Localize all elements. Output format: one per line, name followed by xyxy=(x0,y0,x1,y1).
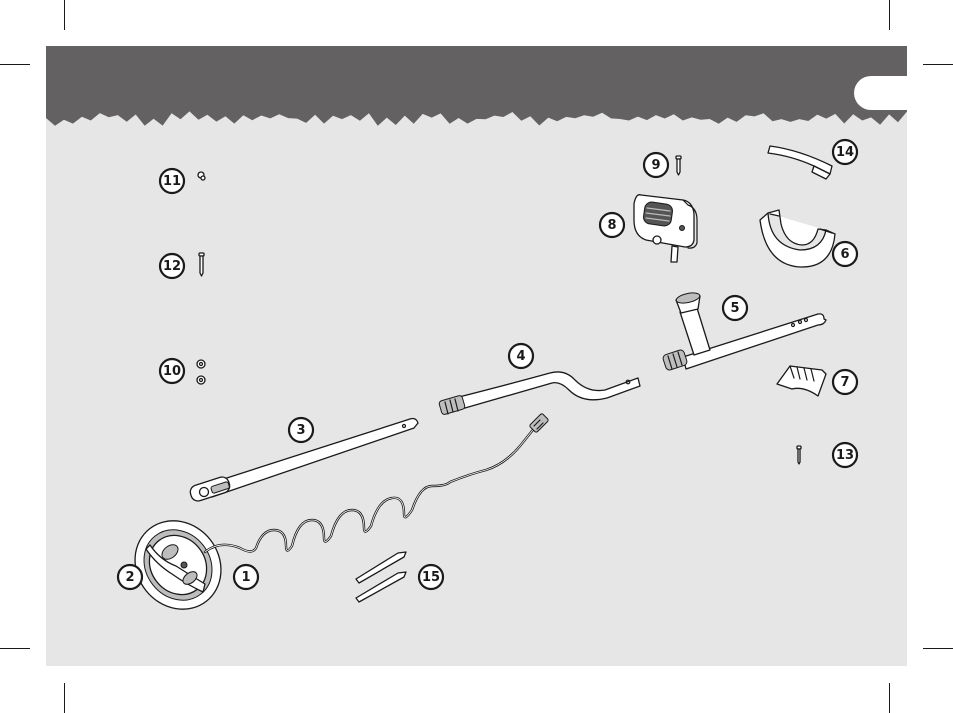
middle-shaft-icon xyxy=(439,372,640,415)
callout-12: 12 xyxy=(160,254,184,278)
callout-10: 10 xyxy=(160,359,184,383)
callout-13: 13 xyxy=(833,443,857,467)
callout-8: 8 xyxy=(600,213,624,237)
callout-number: 7 xyxy=(840,375,849,390)
callout-number: 10 xyxy=(163,364,181,379)
callout-number: 11 xyxy=(163,174,181,189)
crop-mark-left-top xyxy=(0,64,30,65)
control-box-icon xyxy=(634,195,697,262)
small-screw-icon xyxy=(797,446,801,464)
callout-4: 4 xyxy=(509,344,533,368)
callout-number: 3 xyxy=(296,423,305,438)
armrest-icon xyxy=(760,210,835,267)
crop-mark-bottom-left xyxy=(64,683,65,713)
crop-mark-right-bottom xyxy=(923,648,953,649)
callout-number: 2 xyxy=(125,570,134,585)
washers-icon xyxy=(197,360,205,384)
crop-mark-top-right xyxy=(889,0,890,30)
crop-mark-bottom-right xyxy=(889,683,890,713)
callout-1: 1 xyxy=(234,565,258,589)
knob-nut-icon xyxy=(198,172,205,180)
search-coil-icon xyxy=(117,504,238,627)
callout-2: 2 xyxy=(118,565,142,589)
callout-15: 15 xyxy=(419,565,443,589)
control-box-screw-icon xyxy=(676,156,681,175)
bolt-icon xyxy=(199,253,204,276)
crop-mark-top-left xyxy=(64,0,65,30)
callout-3: 3 xyxy=(289,418,313,442)
callout-number: 9 xyxy=(651,158,660,173)
callout-5: 5 xyxy=(723,296,747,320)
callout-number: 8 xyxy=(607,218,616,233)
callout-number: 13 xyxy=(836,448,854,463)
callout-number: 12 xyxy=(163,259,181,274)
callout-number: 4 xyxy=(516,349,525,364)
crop-mark-right-top xyxy=(923,64,953,65)
armrest-bracket-icon xyxy=(777,366,826,396)
callout-number: 14 xyxy=(836,145,854,160)
callout-14: 14 xyxy=(833,140,857,164)
crop-mark-left-bottom xyxy=(0,648,30,649)
callout-number: 5 xyxy=(730,301,739,316)
callout-7: 7 xyxy=(833,370,857,394)
callout-6: 6 xyxy=(833,242,857,266)
armrest-strap-icon xyxy=(768,146,832,179)
cable-ties-icon xyxy=(356,552,406,602)
callout-number: 15 xyxy=(422,570,440,585)
callout-9: 9 xyxy=(644,153,668,177)
callout-11: 11 xyxy=(160,169,184,193)
callout-number: 6 xyxy=(840,247,849,262)
callout-number: 1 xyxy=(241,570,250,585)
